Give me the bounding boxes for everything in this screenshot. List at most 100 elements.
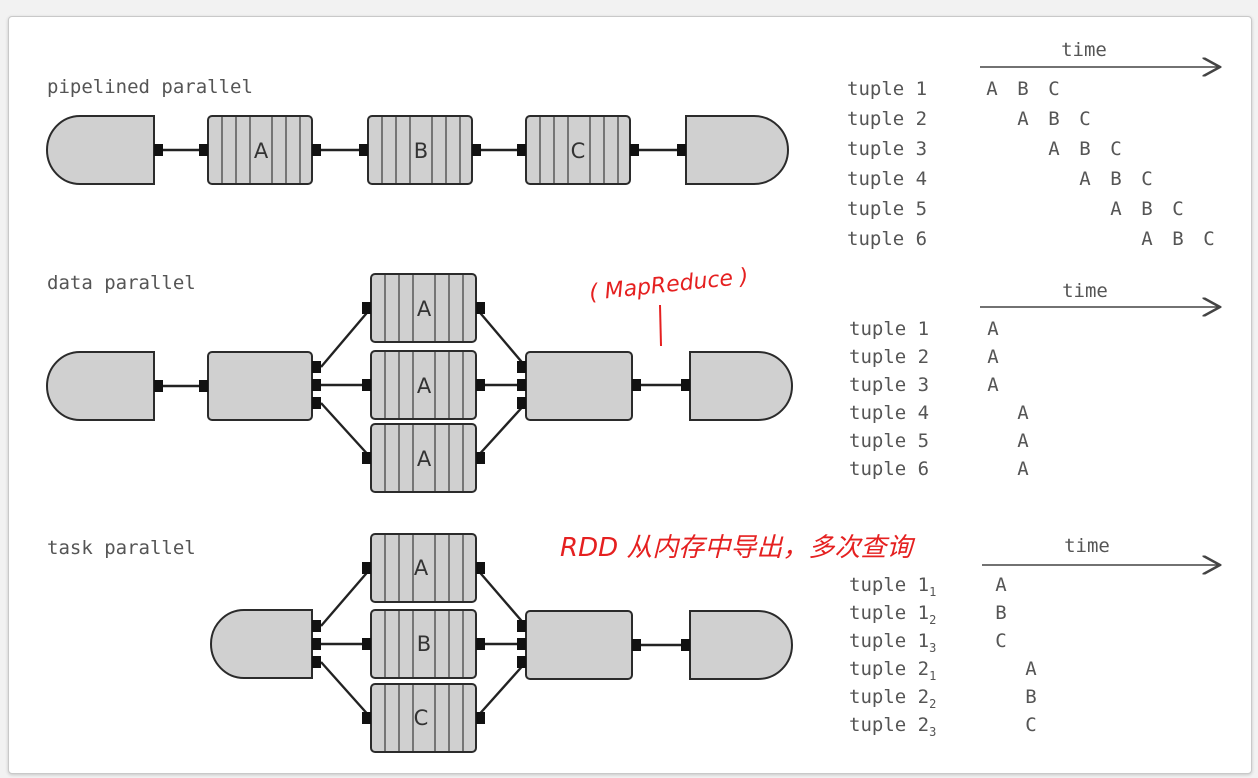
timeline-row: tuple 3 A bbox=[849, 374, 999, 396]
timeline-cell: C bbox=[1110, 138, 1121, 160]
source-node bbox=[210, 609, 313, 679]
tuple-subscript: 3 bbox=[929, 725, 936, 739]
tuple-label: tuple 23 bbox=[849, 714, 936, 739]
tuple-label: tuple 3 bbox=[847, 138, 927, 160]
split-node bbox=[207, 351, 313, 421]
timeline-cell: C bbox=[1141, 168, 1152, 190]
source-node bbox=[46, 351, 155, 421]
timeline-cell: A bbox=[987, 346, 999, 368]
task-parallel-diagram: A B C bbox=[210, 533, 793, 753]
node-label: A bbox=[417, 374, 432, 398]
timeline-axis-label: time bbox=[1061, 39, 1107, 61]
timeline-row: tuple 2 A bbox=[849, 346, 999, 368]
tuple-subscript: 1 bbox=[929, 669, 936, 683]
timeline-cell: C bbox=[1025, 714, 1036, 736]
timeline-cell: A bbox=[1048, 138, 1060, 160]
timeline-axis-label: time bbox=[1062, 280, 1108, 302]
stage-node-b: B bbox=[367, 115, 473, 185]
sink-node bbox=[689, 610, 793, 680]
tuple-label: tuple 11 bbox=[849, 574, 936, 599]
node-label: A bbox=[254, 139, 269, 163]
stage-node-c: C bbox=[525, 115, 631, 185]
node-label: A bbox=[417, 297, 432, 321]
sink-node bbox=[689, 351, 793, 421]
node-label: B bbox=[414, 139, 428, 163]
node-label: A bbox=[414, 556, 429, 580]
data-parallel-diagram: A A A bbox=[46, 273, 793, 493]
timeline-cell: B bbox=[1141, 198, 1152, 220]
annotation-mapreduce: ( MapReduce ) bbox=[588, 264, 750, 306]
tuple-label: tuple 13 bbox=[849, 630, 936, 655]
tuple-label: tuple 3 bbox=[849, 374, 929, 396]
timeline-row: tuple 1 A bbox=[849, 318, 999, 340]
tuple-label: tuple 6 bbox=[849, 458, 929, 480]
merge-node bbox=[525, 610, 633, 680]
timeline-cell: B bbox=[1079, 138, 1090, 160]
timeline-cell: A bbox=[1017, 402, 1029, 424]
node-label: B bbox=[417, 632, 431, 656]
annotation-rdd: RDD 从内存中导出，多次查询 bbox=[560, 533, 915, 563]
stage-node-a: A bbox=[207, 115, 313, 185]
merge-node bbox=[525, 351, 633, 421]
annotation-stroke bbox=[659, 304, 662, 347]
tuple-label: tuple 4 bbox=[849, 402, 929, 424]
timeline-cell: B bbox=[1025, 686, 1036, 708]
heading-data-parallel: data parallel bbox=[47, 272, 196, 294]
timeline-cell: C bbox=[995, 630, 1006, 652]
timeline-cell: A bbox=[1079, 168, 1091, 190]
tuple-label: tuple 21 bbox=[849, 658, 936, 683]
tuple-label: tuple 1 bbox=[847, 78, 927, 100]
heading-task-parallel: task parallel bbox=[47, 537, 196, 559]
tuple-label: tuple 4 bbox=[847, 168, 927, 190]
timeline-cell: A bbox=[987, 374, 999, 396]
tuple-subscript: 1 bbox=[929, 585, 936, 599]
timeline-row: tuple 21 A bbox=[849, 658, 1037, 683]
timeline-cell: A bbox=[1025, 658, 1037, 680]
timeline-row: tuple 12 B bbox=[849, 602, 1007, 627]
timeline-cell: A bbox=[987, 318, 999, 340]
timeline-cell: A bbox=[995, 574, 1007, 596]
tuple-label: tuple 12 bbox=[849, 602, 936, 627]
tuple-subscript: 2 bbox=[929, 697, 936, 711]
task-node-b: B bbox=[370, 609, 477, 679]
timeline-cell: B bbox=[1048, 108, 1059, 130]
worker-node-a1: A bbox=[370, 273, 477, 343]
timeline-row: tuple 23 C bbox=[849, 714, 1037, 739]
tuple-subscript: 2 bbox=[929, 613, 936, 627]
tuple-label: tuple 2 bbox=[849, 346, 929, 368]
timeline-row: tuple 11 A bbox=[849, 574, 1007, 599]
timeline-row: tuple 5 A bbox=[849, 430, 1029, 452]
timeline-cell: B bbox=[1110, 168, 1121, 190]
worker-node-a3: A bbox=[370, 423, 477, 493]
tuple-label: tuple 1 bbox=[849, 318, 929, 340]
timeline-cell: A bbox=[1017, 108, 1029, 130]
timeline-cell: A bbox=[1017, 430, 1029, 452]
timeline-cell: A bbox=[1017, 458, 1029, 480]
timeline-cell: A bbox=[1141, 228, 1153, 250]
pipelined-diagram: A B C bbox=[46, 115, 789, 185]
task-node-c: C bbox=[370, 683, 477, 753]
heading-pipelined-parallel: pipelined parallel bbox=[47, 76, 253, 98]
node-label: A bbox=[417, 447, 432, 471]
timeline-row: tuple 4 A bbox=[849, 402, 1029, 424]
node-label: C bbox=[414, 706, 429, 730]
tuple-label: tuple 5 bbox=[847, 198, 927, 220]
tuple-label: tuple 5 bbox=[849, 430, 929, 452]
tuple-subscript: 3 bbox=[929, 641, 936, 655]
timeline-cell: C bbox=[1079, 108, 1090, 130]
task-node-a: A bbox=[370, 533, 477, 603]
node-label: C bbox=[571, 139, 586, 163]
timeline-cell: B bbox=[995, 602, 1006, 624]
